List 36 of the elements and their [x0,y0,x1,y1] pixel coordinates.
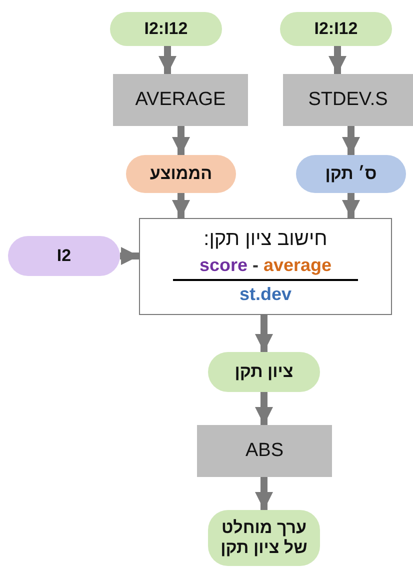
arrow [342,126,360,155]
minus-sign: - [252,255,258,276]
arrow [158,46,176,74]
arrow [328,46,346,74]
node-label: ABS [245,440,284,462]
numerator-term: score [199,255,248,276]
rounded-box [296,155,406,193]
rounded-box [208,352,320,392]
node-label: AVERAGE [135,89,226,111]
node-label: ערך מוחלט של ציון תקן [220,518,308,558]
node-label: I2 [56,246,72,266]
node-label: I2:I12 [314,19,358,39]
arrow [172,193,190,218]
function-box [113,74,248,126]
function-box [197,425,332,477]
arrow [255,315,273,352]
rounded-box [110,12,222,46]
arrow [255,477,273,510]
rounded-box [126,155,236,193]
function-box [283,74,413,126]
arrow [172,126,190,155]
arrow [120,247,139,265]
node-label: ס׳ תקן [325,164,377,184]
node-label: ציון תקן [234,362,294,382]
formula-box [139,218,392,315]
numerator-term: average [263,255,332,276]
rounded-box [8,236,120,276]
rounded-box [208,510,320,566]
arrow [255,392,273,425]
denominator-term: st.dev [239,284,292,305]
node-label: STDEV.S [308,89,388,111]
rounded-box [280,12,392,46]
formula-title: חישוב ציון תקן: [204,228,328,252]
node-label: I2:I12 [144,19,188,39]
arrow [342,193,360,218]
node-label: הממוצע [150,164,212,184]
